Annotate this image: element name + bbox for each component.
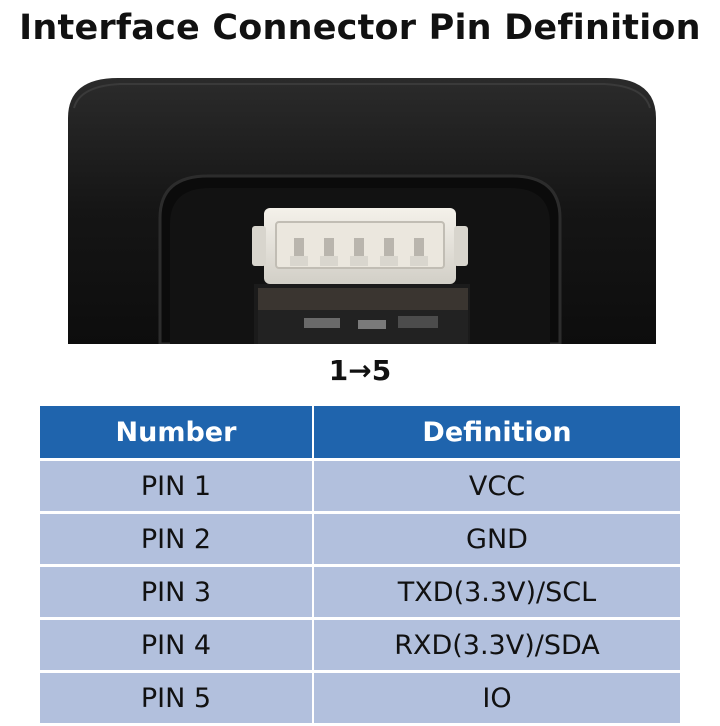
table-row: PIN 4 RXD(3.3V)/SDA: [40, 620, 680, 670]
table-row: PIN 2 GND: [40, 514, 680, 564]
table-header-row: Number Definition: [40, 406, 680, 458]
connector-photo: [68, 78, 656, 344]
pin-number-cell: PIN 1: [40, 461, 312, 511]
pin-definition-cell: VCC: [312, 461, 680, 511]
table-row: PIN 3 TXD(3.3V)/SCL: [40, 567, 680, 617]
page-title: Interface Connector Pin Definition: [19, 8, 701, 48]
table-row: PIN 1 VCC: [40, 461, 680, 511]
pin-number-cell: PIN 4: [40, 620, 312, 670]
pin-number-cell: PIN 2: [40, 514, 312, 564]
pin-definition-table: Number Definition PIN 1 VCC PIN 2 GND PI…: [40, 403, 680, 726]
pin-definition-cell: RXD(3.3V)/SDA: [312, 620, 680, 670]
pin-number-cell: PIN 3: [40, 567, 312, 617]
pin-definition-cell: TXD(3.3V)/SCL: [312, 567, 680, 617]
pin-definition-cell: IO: [312, 673, 680, 723]
table-row: PIN 5 IO: [40, 673, 680, 723]
column-header-number: Number: [40, 406, 312, 458]
pin-order-label: 1→5: [328, 354, 392, 387]
pin-number-cell: PIN 5: [40, 673, 312, 723]
pin-definition-cell: GND: [312, 514, 680, 564]
column-header-definition: Definition: [312, 406, 680, 458]
